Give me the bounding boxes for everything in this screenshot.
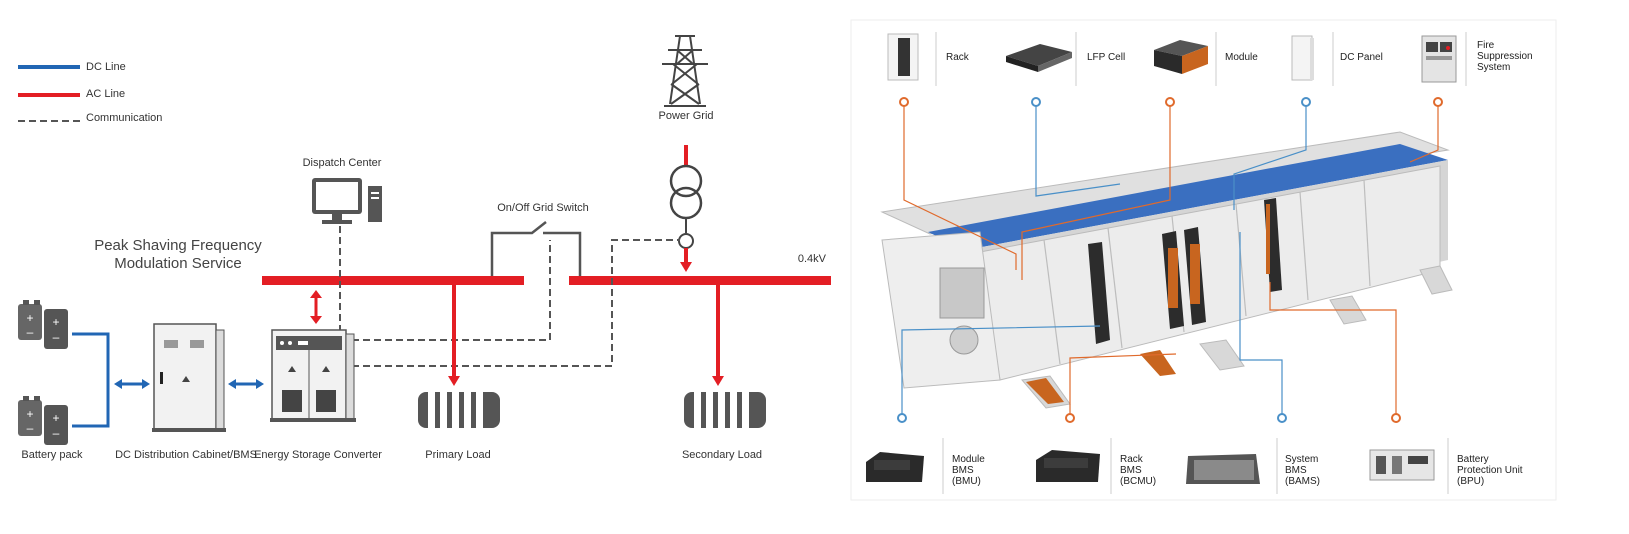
rack-icon — [887, 33, 919, 81]
bottom-label-bpu-3: (BPU) — [1457, 476, 1484, 487]
callout-markers — [897, 97, 1443, 423]
bottom-label-bmu-2: BMS — [952, 465, 974, 476]
bmu-icon — [866, 452, 924, 482]
battery-pack-top-icon: + – + – — [18, 300, 68, 349]
service-label-line2: Modulation Service — [114, 255, 242, 272]
bottom-label-bmu-3: (BMU) — [952, 476, 981, 487]
bottom-label-bams-2: BMS — [1285, 465, 1307, 476]
bottom-label-bpu-1: Battery — [1457, 454, 1489, 465]
bams-icon — [1186, 454, 1260, 484]
service-label-line1: Peak Shaving Frequency — [94, 237, 262, 254]
top-label-dc-panel: DC Panel — [1340, 52, 1383, 63]
primary-load-icon — [418, 388, 500, 432]
transformer-icon — [669, 164, 703, 220]
bpu-icon — [1369, 449, 1435, 481]
top-label-module: Module — [1225, 52, 1258, 63]
container-roof — [928, 144, 1448, 250]
fire-suppression-icon — [1421, 35, 1457, 83]
top-component-strip: Rack LFP Cell Module DC Panel — [887, 32, 1533, 86]
arrow-up-icon — [310, 290, 322, 298]
arrow-secondary-icon — [712, 376, 724, 386]
arrow-primary-icon — [448, 376, 460, 386]
bottom-label-bpu-2: Protection Unit — [1457, 465, 1523, 476]
svg-text:–: – — [27, 325, 34, 339]
bottom-label-bcmu-1: Rack — [1120, 454, 1144, 465]
ac-busbar-right — [569, 276, 831, 285]
ac-busbar-left — [262, 276, 524, 285]
lfp-cell-icon — [1006, 44, 1072, 72]
top-label-fire-2: Suppression — [1477, 51, 1533, 62]
svg-text:–: – — [27, 421, 34, 435]
grid-switch-icon — [490, 221, 582, 276]
svg-text:–: – — [53, 330, 60, 344]
dc-cabinet-label: DC Distribution Cabinet/BMS — [115, 449, 257, 461]
svg-text:+: + — [26, 407, 33, 421]
svg-text:–: – — [53, 426, 60, 440]
svg-text:+: + — [52, 315, 59, 329]
bcmu-icon — [1036, 450, 1100, 482]
dispatch-center-label: Dispatch Center — [303, 157, 382, 169]
bottom-label-bams-1: System — [1285, 454, 1318, 465]
on-off-grid-switch-label: On/Off Grid Switch — [497, 202, 589, 214]
meter-icon — [678, 233, 694, 249]
legend-ac-label: AC Line — [86, 88, 125, 100]
power-grid-label: Power Grid — [658, 110, 713, 122]
legend-dc-label: DC Line — [86, 61, 126, 73]
bottom-label-bams-3: (BAMS) — [1285, 476, 1320, 487]
top-label-lfp-cell: LFP Cell — [1087, 52, 1125, 63]
legend: DC Line AC Line Communication — [18, 61, 162, 124]
secondary-load-icon — [684, 388, 766, 432]
bottom-label-bmu-1: Module — [952, 454, 985, 465]
power-grid-tower-icon — [662, 35, 708, 107]
computer-icon — [312, 178, 382, 224]
battery-pack-label: Battery pack — [21, 449, 83, 461]
top-label-rack: Rack — [946, 52, 970, 63]
top-label-fire-3: System — [1477, 62, 1510, 73]
secondary-load-label: Secondary Load — [682, 449, 762, 461]
communication-lines — [339, 226, 680, 367]
bottom-label-bcmu-3: (BCMU) — [1120, 476, 1156, 487]
legend-comm-label: Communication — [86, 112, 162, 124]
battery-pack-bottom-icon: + – + – — [18, 396, 68, 445]
dc-lines — [72, 332, 260, 428]
bottom-label-bcmu-2: BMS — [1120, 465, 1142, 476]
svg-text:+: + — [52, 411, 59, 425]
module-icon — [1154, 40, 1208, 74]
dc-arrows-icon — [114, 379, 264, 389]
meter-arrow-icon — [680, 262, 692, 272]
primary-load-label: Primary Load — [425, 449, 490, 461]
converter-icon — [270, 329, 356, 422]
bottom-component-strip: Module BMS (BMU) Rack BMS (BCMU) System … — [866, 438, 1523, 494]
dc-cabinet-icon — [152, 323, 226, 432]
callout-lines — [901, 106, 1439, 414]
converter-label: Energy Storage Converter — [254, 449, 382, 461]
arrow-down-icon — [310, 316, 322, 324]
dc-panel-icon — [1291, 35, 1314, 81]
top-label-fire-1: Fire — [1477, 40, 1495, 51]
voltage-label: 0.4kV — [798, 253, 827, 265]
svg-text:+: + — [26, 311, 33, 325]
